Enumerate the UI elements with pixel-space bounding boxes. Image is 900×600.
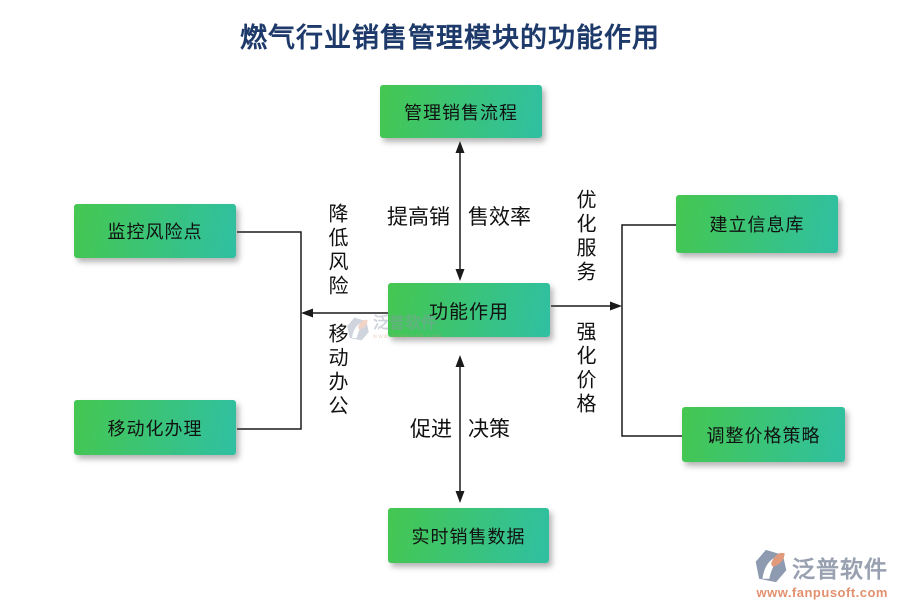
arrowhead-down-top	[455, 269, 465, 281]
edge-label-reduce-risk: 降低风险	[325, 203, 347, 299]
arrowhead-down-bottom	[455, 491, 465, 503]
arrowhead-right	[610, 301, 622, 311]
node-monitor-risk: 监控风险点	[74, 204, 236, 258]
center-watermark: 泛普软件 www.fanpusoft.com	[346, 316, 442, 342]
brand-name: 泛普软件	[792, 556, 888, 582]
node-build-info-base: 建立信息库	[676, 195, 838, 253]
edge-label-strengthen-price: 强化价格	[573, 321, 595, 417]
edge-label-promote-left: 促进	[410, 418, 452, 441]
edge-label-mobile-office: 移动办公	[325, 323, 347, 419]
node-manage-sales-process: 管理销售流程	[380, 85, 542, 138]
edge-label-improve-sales-left: 提高销	[387, 206, 450, 229]
watermark-name: 泛普软件	[373, 315, 438, 332]
brand-logo: 泛普软件 www.fanpusoft.com	[748, 548, 888, 600]
brand-url: www.fanpusoft.com	[756, 585, 888, 600]
fanpu-logo-icon	[347, 317, 369, 341]
node-function-center: 功能作用	[388, 283, 550, 337]
page-title: 燃气行业销售管理模块的功能作用	[240, 23, 660, 53]
bracket-right	[621, 224, 683, 437]
node-mobile-handling: 移动化办理	[74, 400, 236, 455]
node-realtime-sales-data: 实时销售数据	[388, 508, 549, 563]
watermark-subtext: www.fanpusoft.com	[373, 334, 443, 340]
arrowhead-up-top	[455, 141, 465, 153]
node-adjust-price-strategy: 调整价格策略	[682, 407, 845, 462]
arrowhead-left	[301, 308, 313, 318]
arrowhead-up-bottom	[455, 355, 465, 367]
edge-label-optimize-service: 优化服务	[573, 189, 595, 285]
fanpu-logo-icon	[755, 549, 787, 583]
bracket-left	[237, 231, 302, 430]
edge-label-improve-sales-right: 售效率	[468, 206, 531, 229]
edge-label-decision-right: 决策	[468, 418, 510, 441]
